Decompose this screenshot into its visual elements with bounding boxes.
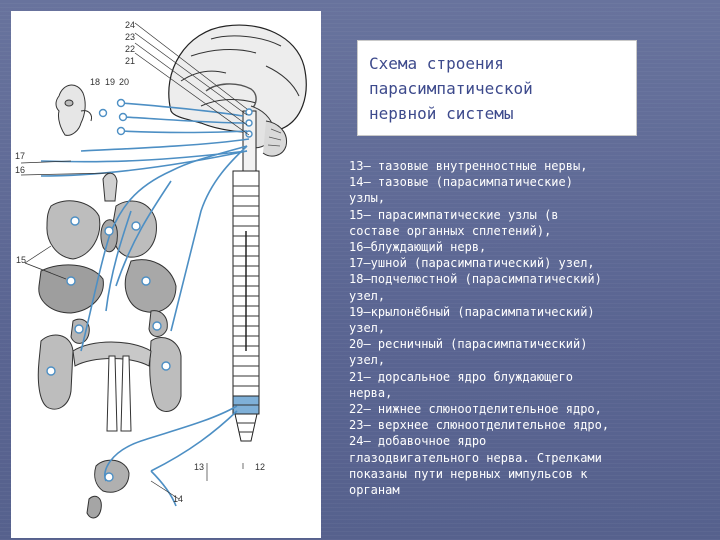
- title-box: Схема строения парасимпатической нервной…: [357, 40, 637, 136]
- spinal-cord-illustration: [232, 110, 260, 442]
- figure-label-19: 19: [105, 77, 116, 87]
- parasympathetic-diagram: 24 23 22 21 18 19 20 17 16 15 13 12 14: [11, 11, 321, 538]
- figure-label-14: 14: [173, 494, 184, 504]
- figure-label-12: 12: [255, 462, 266, 472]
- figure-label-17: 17: [15, 151, 26, 161]
- figure-label-24: 24: [125, 20, 136, 30]
- slide-title: Схема строения парасимпатической нервной…: [369, 54, 533, 123]
- figure-label-22: 22: [125, 44, 136, 54]
- label-leaders: [20, 22, 250, 500]
- organs-illustration: [37, 172, 182, 519]
- figure-label-13: 13: [194, 462, 205, 472]
- diagram-illustration: [20, 22, 307, 519]
- figure-label-21: 21: [125, 56, 136, 66]
- figure-label-15: 15: [16, 255, 27, 265]
- figure-label-18: 18: [90, 77, 101, 87]
- figure-label-16: 16: [15, 165, 26, 175]
- figure-label-20: 20: [119, 77, 130, 87]
- head-illustration: [55, 84, 92, 136]
- brain-illustration: [168, 24, 307, 157]
- legend-text: 13— тазовые внутренностные нервы, 14— та…: [349, 159, 610, 498]
- ganglia-nodes: [46, 98, 253, 482]
- figure-label-23: 23: [125, 32, 136, 42]
